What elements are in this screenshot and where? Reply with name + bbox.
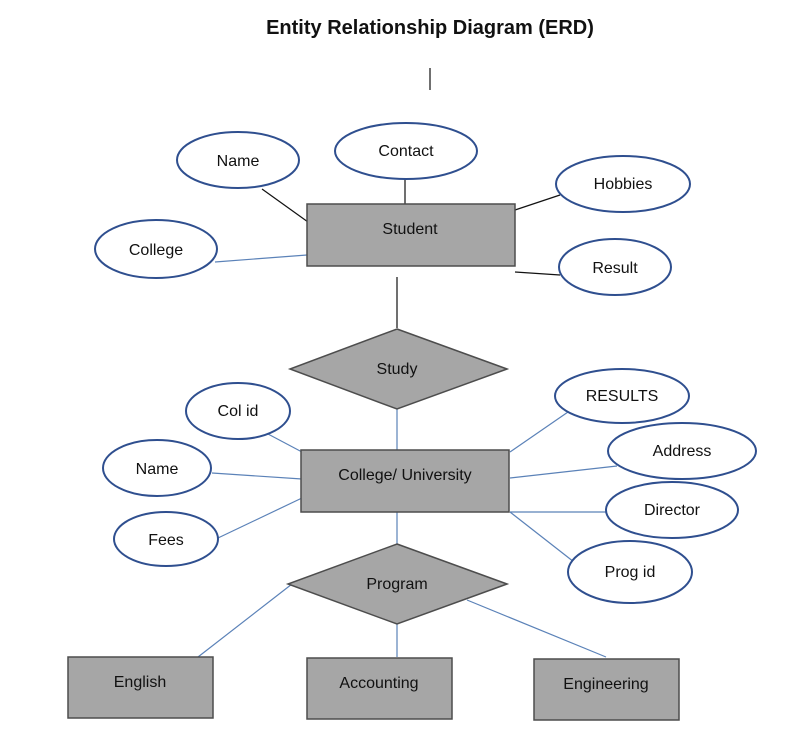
entity-student[interactable]: Student (306, 203, 516, 267)
attr-result-ellipse (558, 238, 672, 296)
attr-director-label: Director (644, 502, 701, 519)
attr-result-label: Result (592, 260, 638, 277)
connector-program-engineering (466, 599, 607, 658)
attr-prog-id-ellipse (567, 540, 693, 604)
college-connectors (211, 408, 618, 563)
entity-english[interactable]: English (67, 656, 214, 719)
attr-col-id-ellipse (185, 382, 291, 440)
attr-name-college[interactable]: Name (102, 439, 212, 497)
connector-progid-college (509, 511, 575, 563)
attr-contact[interactable]: Contact (334, 122, 478, 180)
entity-student-label: Student (382, 221, 438, 238)
entity-college-university-label: College/ University (338, 467, 471, 484)
relationship-program-diamond (285, 543, 510, 625)
attr-name-college-ellipse (102, 439, 212, 497)
entity-engineering-box (533, 658, 680, 721)
attr-name-student[interactable]: Name (176, 131, 300, 189)
attr-name-college-label: Name (136, 461, 179, 478)
attr-address-ellipse (607, 422, 757, 480)
attr-results[interactable]: RESULTS (554, 368, 690, 424)
entity-accounting-box (306, 657, 453, 720)
entity-english-box (67, 656, 214, 719)
attr-contact-ellipse (334, 122, 478, 180)
attr-fees[interactable]: Fees (113, 511, 219, 567)
attr-address-label: Address (653, 443, 712, 460)
attr-hobbies[interactable]: Hobbies (555, 155, 691, 213)
attr-prog-id[interactable]: Prog id (567, 540, 693, 604)
attr-name-student-label: Name (217, 153, 260, 170)
connector-college-student (214, 254, 308, 263)
attr-address[interactable]: Address (607, 422, 757, 480)
relationship-study[interactable]: Study (287, 328, 510, 410)
attr-college[interactable]: College (94, 219, 218, 279)
relationship-program-label: Program (366, 576, 427, 593)
entity-accounting[interactable]: Accounting (306, 657, 453, 720)
connector-colid-college (267, 433, 303, 453)
attr-result[interactable]: Result (558, 238, 672, 296)
connector-name-student (261, 188, 309, 223)
relationship-program[interactable]: Program (285, 543, 510, 625)
connector-result-student (514, 271, 561, 276)
entity-english-label: English (114, 674, 166, 691)
relationship-study-diamond (287, 328, 510, 410)
entity-college-university[interactable]: College/ University (300, 449, 510, 513)
entity-accounting-label: Accounting (339, 675, 418, 692)
attr-fees-label: Fees (148, 532, 184, 549)
attr-col-id[interactable]: Col id (185, 382, 291, 440)
attr-hobbies-ellipse (555, 155, 691, 213)
diagram-title: Entity Relationship Diagram (ERD) (266, 17, 594, 39)
connector-results-college (509, 411, 569, 453)
attr-col-id-label: Col id (218, 403, 259, 420)
attr-college-label: College (129, 242, 183, 259)
attr-prog-id-label: Prog id (605, 564, 656, 581)
connector-program-english (197, 583, 293, 658)
entity-engineering[interactable]: Engineering (533, 658, 680, 721)
program-connectors (197, 583, 607, 658)
attr-results-label: RESULTS (586, 388, 659, 405)
connector-address-college (509, 465, 618, 479)
attr-hobbies-label: Hobbies (594, 176, 653, 193)
connector-name-college (211, 472, 303, 480)
attr-director[interactable]: Director (605, 481, 739, 539)
attr-director-ellipse (605, 481, 739, 539)
attr-name-student-ellipse (176, 131, 300, 189)
relationship-study-label: Study (377, 361, 418, 378)
entity-student-box (306, 203, 516, 267)
attr-contact-label: Contact (378, 143, 434, 160)
attr-fees-ellipse (113, 511, 219, 567)
attr-results-ellipse (554, 368, 690, 424)
entity-college-university-box (300, 449, 510, 513)
entity-engineering-label: Engineering (563, 676, 648, 693)
attr-college-ellipse (94, 219, 218, 279)
connector-hobbies-student (514, 194, 561, 211)
student-connectors (214, 179, 561, 328)
connector-fees-college (217, 497, 303, 539)
